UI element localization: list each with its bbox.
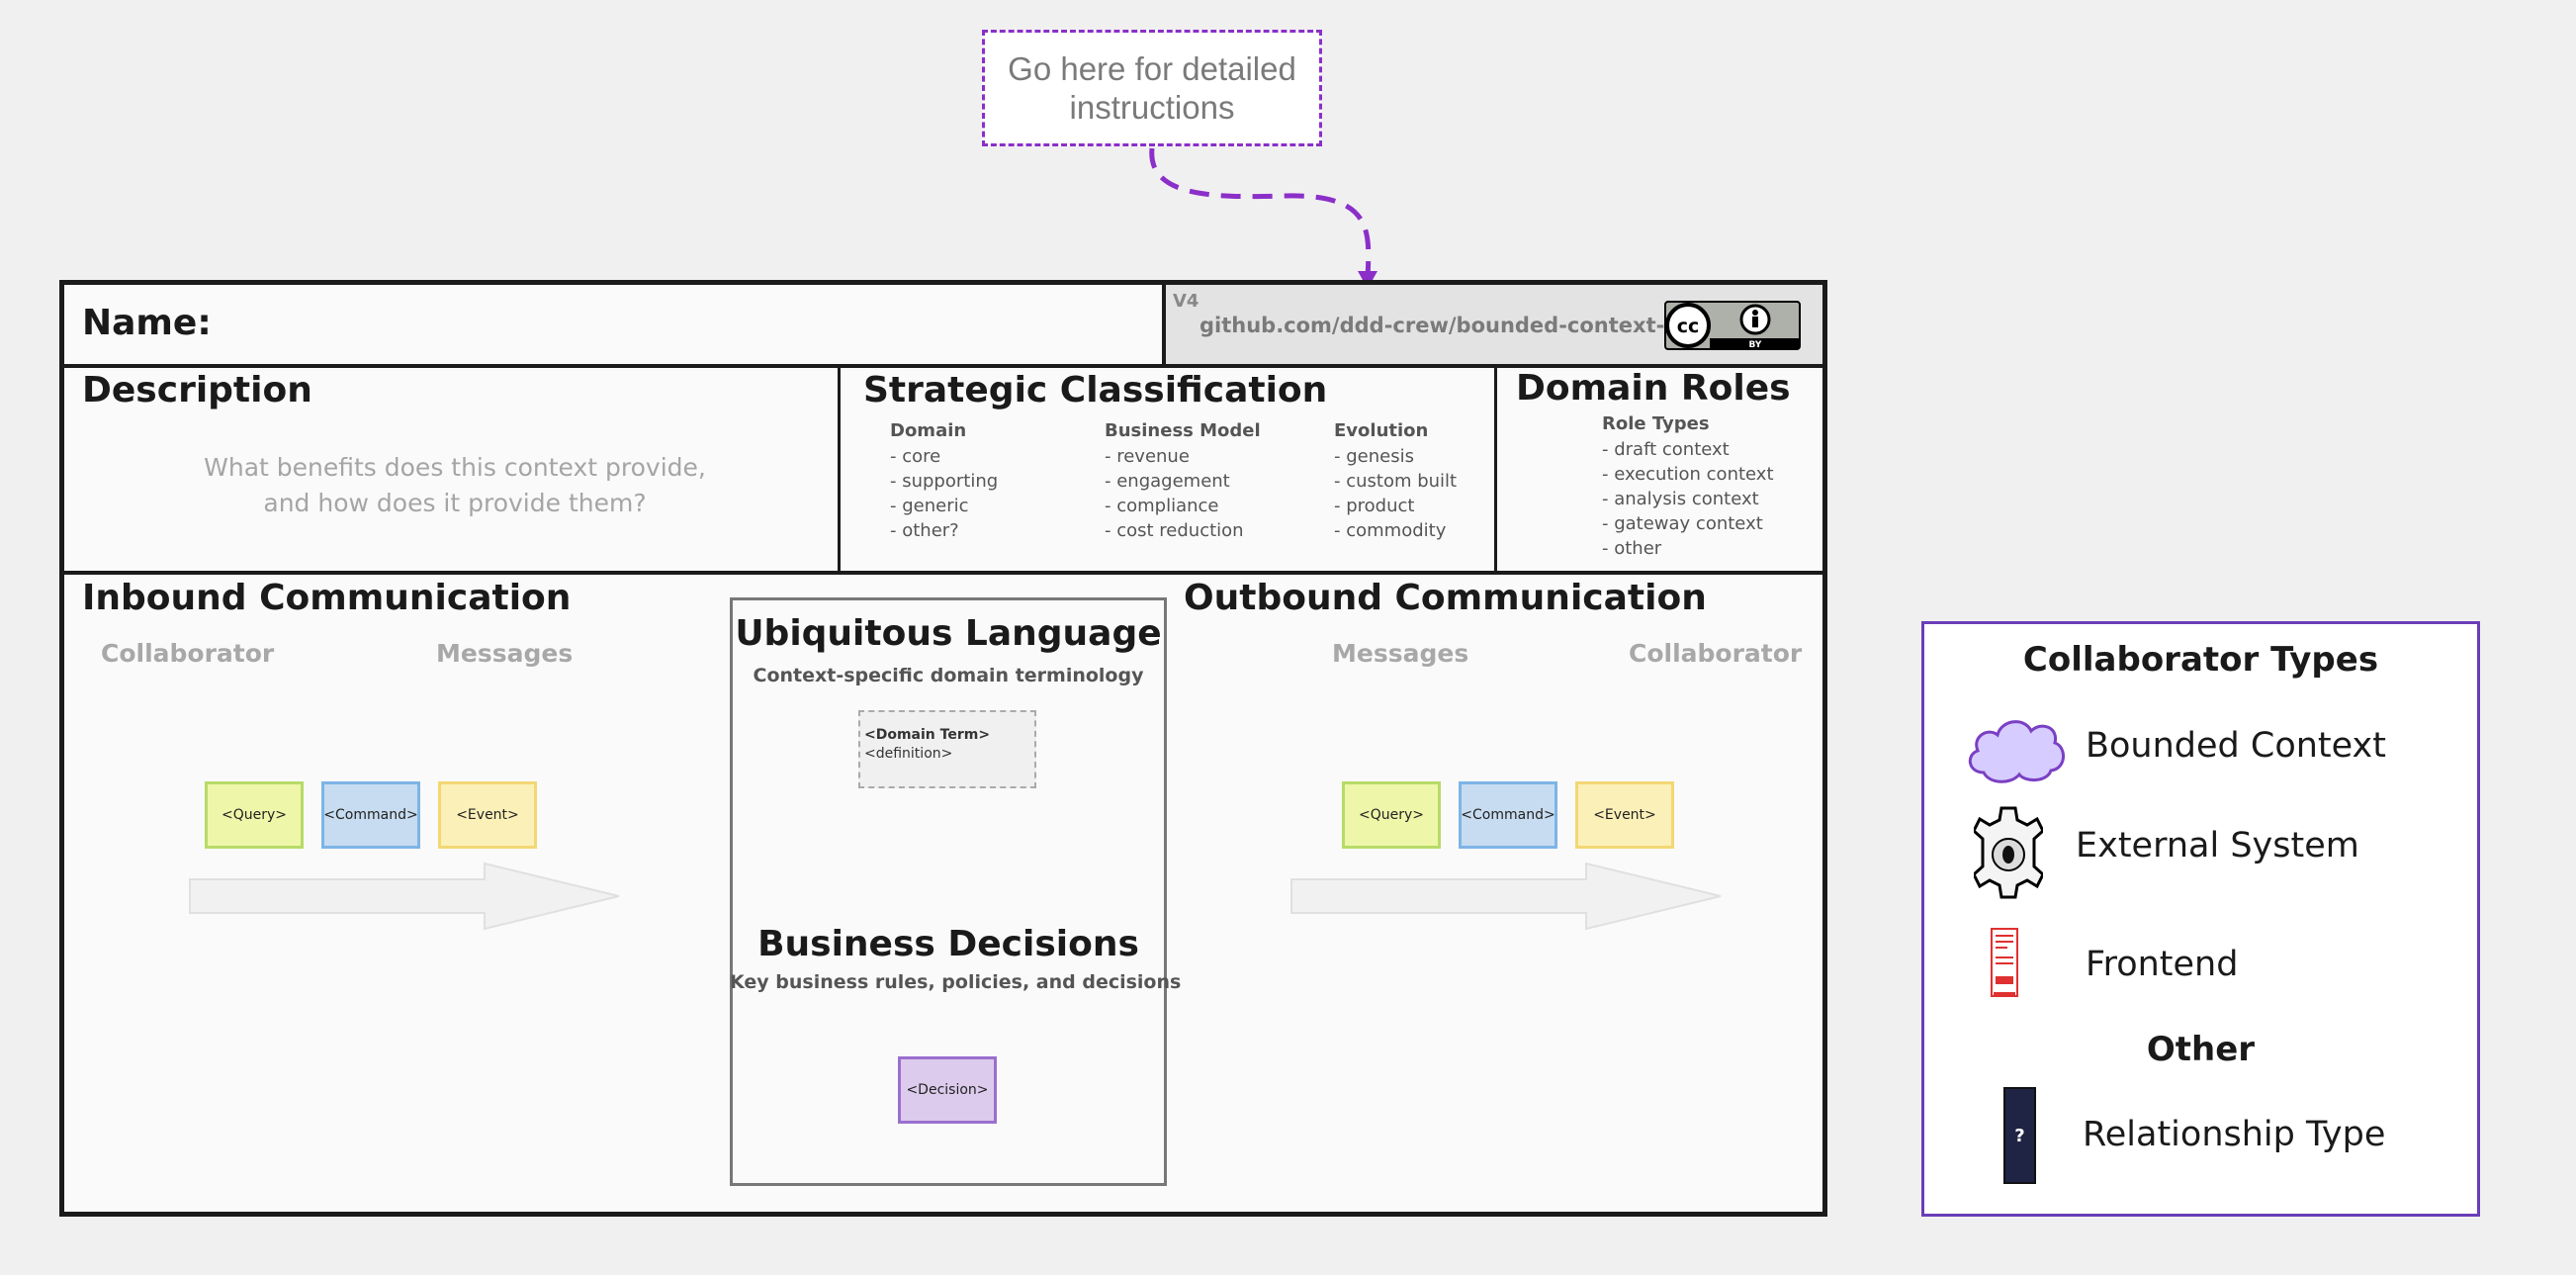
legend-label-frontend: Frontend bbox=[2086, 945, 2239, 984]
outbound-communication-title: Outbound Communication bbox=[1184, 578, 1707, 618]
list-item: - engagement bbox=[1105, 471, 1230, 492]
strategic-business-model-list: - revenue - engagement - compliance - co… bbox=[1105, 444, 1244, 543]
outbound-command-sticky[interactable]: <Command> bbox=[1459, 781, 1557, 849]
legend-label-bounded-context: Bounded Context bbox=[2086, 726, 2386, 766]
cc-by-license-badge[interactable]: BY cc bbox=[1664, 301, 1801, 350]
frontend-icon bbox=[1991, 928, 2018, 997]
badge-attribution: BY bbox=[1749, 340, 1762, 350]
bounded-context-canvas: Name: V4 github.com/ddd-crew/bounded-con… bbox=[59, 280, 1827, 1217]
inbound-communication-title: Inbound Communication bbox=[82, 578, 572, 618]
outbound-flow-arrow bbox=[1290, 862, 1722, 931]
list-item: - product bbox=[1334, 496, 1415, 516]
list-item: - revenue bbox=[1105, 446, 1190, 467]
inbound-messages-header: Messages bbox=[436, 639, 574, 668]
role-types-heading: Role Types bbox=[1602, 413, 1710, 434]
list-item: - analysis context bbox=[1602, 489, 1759, 509]
list-item: - commodity bbox=[1334, 520, 1447, 541]
question-block-icon: ? bbox=[2003, 1087, 2036, 1184]
name-label: Name: bbox=[82, 303, 212, 343]
strategic-business-model-heading: Business Model bbox=[1105, 420, 1261, 441]
domain-roles-title: Domain Roles bbox=[1516, 368, 1791, 409]
inbound-command-sticky[interactable]: <Command> bbox=[321, 781, 420, 849]
list-item: - draft context bbox=[1602, 439, 1730, 460]
list-item: - generic bbox=[890, 496, 969, 516]
badge-cc-symbol: cc bbox=[1677, 316, 1700, 337]
gear-icon bbox=[1974, 806, 2043, 899]
legend-title: Collaborator Types bbox=[2022, 640, 2379, 680]
ubiquitous-language-title: Ubiquitous Language bbox=[735, 613, 1162, 654]
list-item: - gateway context bbox=[1602, 513, 1763, 534]
description-title: Description bbox=[82, 370, 312, 410]
list-item: - genesis bbox=[1334, 446, 1414, 467]
inbound-query-sticky[interactable]: <Query> bbox=[205, 781, 304, 849]
list-item: - custom built bbox=[1334, 471, 1458, 492]
legend-label-relationship-type: Relationship Type bbox=[2083, 1115, 2386, 1154]
list-item: - core bbox=[890, 446, 941, 467]
domain-term-label: <Domain Term> bbox=[864, 727, 991, 743]
inbound-flow-arrow bbox=[189, 862, 620, 931]
domain-term-definition: <definition> bbox=[864, 746, 953, 762]
instructions-note[interactable]: Go here for detailed instructions bbox=[982, 30, 1322, 146]
strategic-domain-list: - core - supporting - generic - other? bbox=[890, 444, 998, 543]
collaborator-types-legend: Collaborator Types Bounded Context Exter… bbox=[1921, 621, 2480, 1217]
outbound-collaborator-header: Collaborator bbox=[1629, 639, 1803, 668]
name-field[interactable] bbox=[64, 285, 1162, 364]
strategic-evolution-heading: Evolution bbox=[1334, 420, 1429, 441]
description-prompt-line1: What benefits does this context provide, bbox=[204, 453, 706, 482]
list-item: - other bbox=[1602, 538, 1662, 559]
list-item: - compliance bbox=[1105, 496, 1219, 516]
inbound-event-sticky[interactable]: <Event> bbox=[438, 781, 537, 849]
role-types-list: - draft context - execution context - an… bbox=[1602, 437, 1774, 561]
strategic-classification-title: Strategic Classification bbox=[863, 370, 1328, 410]
ubiquitous-language-subtitle: Context-specific domain terminology bbox=[753, 665, 1144, 686]
list-item: - cost reduction bbox=[1105, 520, 1244, 541]
version-label: V4 bbox=[1173, 291, 1199, 312]
business-decisions-subtitle: Key business rules, policies, and decisi… bbox=[730, 971, 1182, 993]
legend-other-title: Other bbox=[2146, 1030, 2256, 1069]
list-item: - supporting bbox=[890, 471, 999, 492]
strategic-evolution-list: - genesis - custom built - product - com… bbox=[1334, 444, 1457, 543]
outbound-messages-header: Messages bbox=[1332, 639, 1469, 668]
strategic-domain-heading: Domain bbox=[890, 420, 967, 441]
inbound-collaborator-header: Collaborator bbox=[101, 639, 275, 668]
legend-label-external-system: External System bbox=[2076, 826, 2359, 865]
decision-sticky[interactable]: <Decision> bbox=[898, 1056, 997, 1124]
repo-link[interactable]: github.com/ddd-crew/bounded-context-canv… bbox=[1199, 314, 1746, 337]
description-prompt-line2: and how does it provide them? bbox=[263, 489, 647, 517]
list-item: - other? bbox=[890, 520, 959, 541]
outbound-event-sticky[interactable]: <Event> bbox=[1575, 781, 1674, 849]
outbound-query-sticky[interactable]: <Query> bbox=[1342, 781, 1441, 849]
question-block-glyph: ? bbox=[2014, 1125, 2025, 1146]
instructions-note-text: Go here for detailed instructions bbox=[1008, 50, 1296, 126]
description-prompt: What benefits does this context provide,… bbox=[183, 450, 727, 521]
cloud-icon bbox=[1968, 720, 2065, 783]
list-item: - execution context bbox=[1602, 464, 1774, 485]
domain-term-sticky[interactable]: <Domain Term> <definition> bbox=[858, 710, 1036, 788]
business-decisions-title: Business Decisions bbox=[757, 924, 1139, 964]
